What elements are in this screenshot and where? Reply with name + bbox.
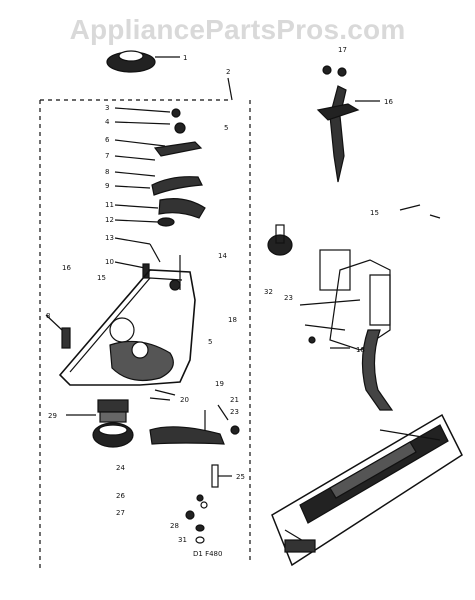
part-label-20: 20 (180, 396, 189, 404)
part-labels: 1 2 3 4 5 6 7 8 9 11 12 13 14 10 15 16 1… (46, 46, 393, 558)
part-label-8: 8 (105, 168, 109, 176)
small-parts-stack (114, 107, 206, 279)
part-label-15b: 15 (370, 209, 379, 217)
part-label-12: 12 (105, 216, 114, 224)
part-label-7: 7 (105, 152, 109, 160)
part-29-gear (66, 399, 134, 448)
part-label-32: 32 (264, 288, 273, 296)
part-label-15: 15 (97, 274, 106, 282)
main-plate (58, 255, 196, 386)
lever-assembly (149, 389, 240, 445)
part-label-8b: 8 (46, 312, 50, 320)
part-label-31: 31 (178, 536, 187, 544)
part-label-18b: 18 (356, 346, 365, 354)
part-label-27: 27 (116, 509, 125, 517)
part-label-10: 10 (105, 258, 114, 266)
part-label-26: 26 (116, 492, 125, 500)
part-label-29: 29 (48, 412, 57, 420)
lower-small-parts (185, 464, 232, 544)
right-assembly (267, 204, 441, 411)
part-label-5: 5 (224, 124, 228, 132)
part-label-1: 1 (183, 54, 187, 62)
part-label-4: 4 (105, 118, 110, 126)
part-label-25: 25 (236, 473, 245, 481)
lower-right-mechanism (271, 413, 463, 567)
part-label-17: 17 (338, 46, 347, 54)
part-label-16b: 16 (384, 98, 393, 106)
part-17-lever (316, 65, 380, 183)
part-label-28: 28 (170, 522, 179, 530)
part-label-9: 9 (105, 182, 109, 190)
part-label-19: 19 (215, 380, 224, 388)
part-label-6: 6 (105, 136, 110, 144)
part-label-13: 13 (105, 234, 114, 242)
part-label-23: 23 (230, 408, 239, 416)
part-label-11: 11 (105, 201, 114, 209)
part-label-21: 21 (230, 396, 239, 404)
part-label-24: 24 (116, 464, 125, 472)
footer-code: D1 F480 (193, 550, 222, 558)
part-label-2: 2 (226, 68, 230, 76)
part-label-5b: 5 (208, 338, 212, 346)
part-1-gear (106, 50, 180, 73)
watermark-text: AppliancePartsPros.com (69, 14, 406, 45)
part-label-16: 16 (62, 264, 71, 272)
part-label-23b: 23 (284, 294, 293, 302)
part-label-18: 18 (228, 316, 237, 324)
part-label-14: 14 (218, 252, 227, 260)
part-label-3: 3 (105, 104, 109, 112)
